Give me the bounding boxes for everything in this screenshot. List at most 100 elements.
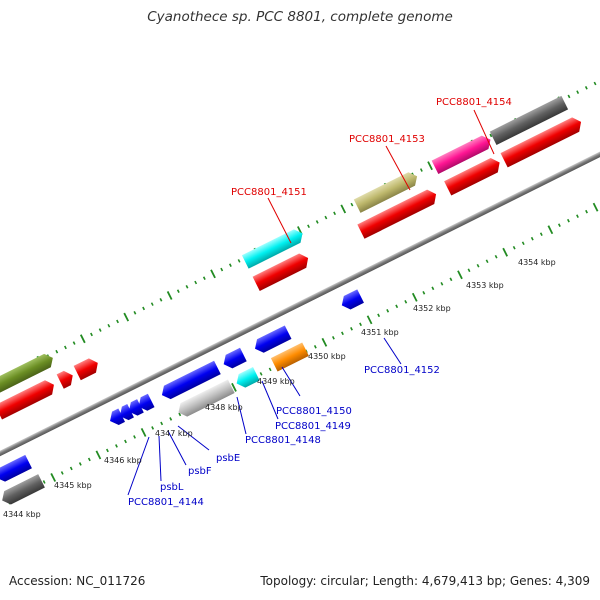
tick-label-4350: 4350 kbp bbox=[308, 352, 346, 361]
minor-tick bbox=[530, 236, 534, 241]
gene-blue-4144 bbox=[110, 408, 126, 426]
gene-blue-4152 bbox=[341, 289, 364, 310]
minor-tick bbox=[315, 220, 319, 224]
minor-tick bbox=[512, 245, 516, 250]
minor-tick bbox=[359, 322, 362, 327]
minor-tick bbox=[268, 367, 272, 372]
major-tick bbox=[547, 225, 554, 235]
gene-gray-bottom-left bbox=[2, 474, 45, 505]
minor-tick bbox=[476, 263, 480, 268]
gene-blue-psbE bbox=[138, 393, 155, 411]
major-tick bbox=[79, 334, 86, 344]
major-tick bbox=[340, 204, 347, 214]
major-tick bbox=[231, 382, 237, 392]
minor-tick bbox=[78, 462, 82, 466]
minor-tick bbox=[494, 254, 498, 259]
minor-tick bbox=[307, 224, 310, 229]
gene-red-4153 bbox=[357, 189, 437, 239]
minor-tick bbox=[350, 202, 354, 207]
major-tick bbox=[427, 161, 433, 171]
accession-text: Accession: NC_011726 bbox=[9, 574, 146, 588]
gene-gray-outer-right bbox=[489, 95, 569, 146]
minor-tick bbox=[539, 232, 543, 237]
minor-tick bbox=[576, 90, 580, 94]
gene-red-far-right bbox=[500, 117, 582, 168]
minor-tick bbox=[350, 327, 353, 331]
minor-tick bbox=[395, 304, 399, 309]
minor-tick bbox=[98, 328, 102, 332]
minor-tick bbox=[87, 457, 91, 462]
major-tick bbox=[411, 292, 418, 302]
minor-tick bbox=[485, 259, 489, 264]
minor-tick bbox=[341, 331, 344, 336]
minor-tick bbox=[386, 309, 390, 313]
gene-red-small-2 bbox=[73, 358, 98, 381]
map-title: Cyanothece sp. PCC 8801, complete genome bbox=[147, 9, 453, 25]
minor-tick bbox=[585, 209, 588, 214]
minor-tick bbox=[160, 421, 164, 426]
minor-tick bbox=[313, 345, 317, 349]
minor-tick bbox=[404, 299, 408, 304]
minor-tick bbox=[151, 426, 155, 430]
gene-blue-psbL bbox=[119, 404, 134, 421]
label-pcc8801-4154: PCC8801_4154 bbox=[436, 97, 512, 108]
tick-label-4345: 4345 kbp bbox=[54, 481, 92, 490]
tick-label-4348: 4348 kbp bbox=[205, 403, 243, 412]
tick-label-4347: 4347 kbp bbox=[155, 429, 193, 438]
minor-tick bbox=[55, 349, 59, 354]
minor-tick bbox=[194, 280, 198, 285]
major-tick bbox=[502, 247, 509, 257]
label-leaders bbox=[127, 109, 495, 496]
gene-red-left bbox=[0, 380, 54, 420]
minor-tick bbox=[567, 94, 571, 99]
minor-tick bbox=[324, 215, 328, 220]
gene-olive-green-left bbox=[0, 353, 53, 393]
gene-red-small-1 bbox=[56, 370, 73, 389]
major-tick bbox=[366, 315, 373, 325]
major-tick bbox=[50, 473, 57, 482]
genome-summary: Topology: circular; Length: 4,679,413 bp… bbox=[260, 574, 590, 588]
minor-tick bbox=[202, 276, 206, 280]
minor-tick bbox=[107, 323, 111, 328]
gene-lightgray bbox=[178, 379, 235, 417]
minor-tick bbox=[593, 81, 597, 86]
minor-tick bbox=[42, 480, 46, 484]
scale-labels: 4344 kbp 4345 kbp 4346 kbp 4347 kbp 4348… bbox=[3, 258, 556, 519]
minor-tick bbox=[467, 268, 471, 273]
minor-tick bbox=[567, 218, 570, 223]
tick-label-4346: 4346 kbp bbox=[104, 456, 142, 465]
minor-tick bbox=[116, 319, 119, 324]
gene-cyan-inner bbox=[236, 367, 260, 388]
minor-tick bbox=[169, 417, 173, 421]
tick-label-4352: 4352 kbp bbox=[413, 304, 451, 313]
minor-tick bbox=[431, 286, 435, 291]
label-pcc8801-4151: PCC8801_4151 bbox=[231, 187, 307, 198]
major-tick bbox=[321, 337, 328, 347]
major-tick bbox=[210, 269, 216, 279]
minor-tick bbox=[60, 471, 64, 475]
minor-tick bbox=[90, 332, 93, 337]
gene-magenta bbox=[431, 135, 491, 175]
gene-blue-4149 bbox=[223, 347, 247, 369]
minor-tick bbox=[489, 133, 493, 138]
minor-tick bbox=[133, 310, 137, 315]
minor-tick bbox=[259, 372, 263, 376]
gene-red-4151 bbox=[252, 253, 309, 292]
minor-tick bbox=[133, 435, 136, 439]
gene-blue-far-left bbox=[0, 454, 32, 482]
minor-tick bbox=[142, 306, 146, 311]
gene-orange bbox=[270, 342, 309, 372]
major-tick bbox=[140, 427, 147, 437]
major-tick bbox=[166, 291, 173, 300]
minor-tick bbox=[150, 302, 154, 306]
label-pcc8801-4148: PCC8801_4148 bbox=[245, 435, 321, 446]
label-pcc8801-4149: PCC8801_4149 bbox=[275, 421, 351, 432]
major-tick bbox=[95, 450, 102, 460]
label-pcc8801-4153: PCC8801_4153 bbox=[349, 134, 425, 145]
minor-tick bbox=[178, 412, 182, 417]
major-tick bbox=[123, 312, 130, 322]
minor-tick bbox=[576, 214, 579, 219]
minor-tick bbox=[237, 259, 241, 263]
label-pcc8801-4152: PCC8801_4152 bbox=[364, 365, 440, 376]
